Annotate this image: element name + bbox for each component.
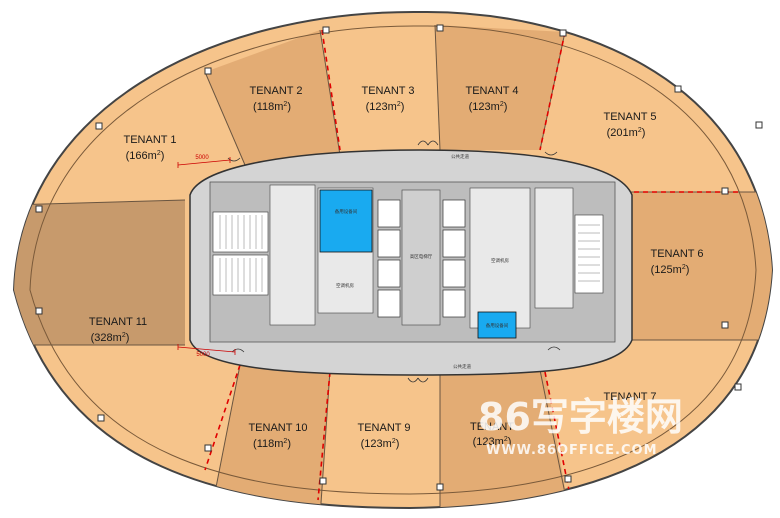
corridor-top-label: 公共走道 [451, 153, 469, 160]
perimeter-band [29, 25, 757, 495]
structural-columns [35, 24, 763, 491]
elevator-bank-right [442, 199, 466, 318]
tenant-8-zone [440, 370, 570, 509]
stair-left-treads [219, 215, 263, 292]
stair-left [212, 211, 269, 296]
service-rooms-right [469, 187, 531, 329]
equipment-room-1-label: 备用设备间 [335, 208, 358, 215]
tenant-8-label: TENANT (123m2) [470, 421, 514, 448]
svg-text:86写字楼网: 86写字楼网 [478, 395, 683, 439]
svg-text:TENANT 4: TENANT 4 [466, 85, 519, 97]
svg-text:(118m2): (118m2) [253, 438, 291, 450]
svg-text:TENANT 11: TENANT 11 [89, 316, 147, 328]
tenant-6-label: TENANT 6 (125m2) [651, 248, 704, 276]
svg-text:(328m2): (328m2) [91, 332, 130, 344]
svg-text:(125m2): (125m2) [651, 264, 690, 276]
elevator-bank-left [377, 199, 401, 318]
svg-text:(201m2): (201m2) [607, 127, 646, 139]
stair-right-treads [578, 224, 600, 282]
svg-text:TENANT 1: TENANT 1 [124, 134, 177, 146]
dimension-marker-top [177, 157, 231, 168]
tenant-10-label: TENANT 10 (118m2) [248, 422, 307, 450]
svg-text:TENANT 5: TENANT 5 [604, 111, 657, 123]
tenant-4-zone [435, 25, 565, 150]
svg-text:TENANT 10: TENANT 10 [248, 422, 307, 434]
svg-text:(123m2): (123m2) [366, 101, 405, 113]
entrance-doors [227, 140, 561, 383]
tenant-7-label: TENANT 7 [604, 391, 657, 403]
stair-right [574, 214, 604, 294]
toilets-right [534, 187, 574, 309]
corridor-bottom-label: 公共走道 [453, 363, 471, 370]
tenant-2-label: TENANT 2 (118m2) [250, 85, 303, 113]
tenant-4-label: TENANT 4 (123m2) [466, 85, 519, 113]
svg-text:(123m2): (123m2) [473, 436, 512, 448]
svg-text:WWW.86OFFICE.COM: WWW.86OFFICE.COM [486, 443, 658, 458]
svg-text:TENANT: TENANT [470, 421, 514, 433]
tenant-partitions [14, 24, 772, 509]
dimension-marker-bottom [177, 344, 236, 355]
equipment-room-1 [319, 189, 373, 253]
tenant-3-label: TENANT 3 (123m2) [362, 85, 415, 113]
tenant-2-zone [205, 30, 340, 165]
ac-room-left-label: 空调机房 [336, 282, 354, 289]
ac-room-right-label: 空调机房 [491, 257, 509, 264]
dimension-label-bottom: 5000 [196, 352, 210, 358]
demising-lines [204, 29, 740, 501]
equipment-room-2 [477, 311, 517, 339]
equipment-room-2-label: 备用设备间 [486, 322, 509, 329]
svg-text:TENANT 9: TENANT 9 [358, 422, 411, 434]
svg-text:TENANT 2: TENANT 2 [250, 85, 303, 97]
svg-text:(123m2): (123m2) [361, 438, 400, 450]
tenant-11-label: TENANT 11 (328m2) [89, 316, 147, 344]
svg-text:TENANT 3: TENANT 3 [362, 85, 415, 97]
svg-text:(123m2): (123m2) [469, 101, 508, 113]
tenant-1-label: TENANT 1 (166m2) [124, 134, 177, 162]
svg-text:(118m2): (118m2) [253, 101, 291, 113]
svg-text:(166m2): (166m2) [126, 150, 165, 162]
tenant-10-zone [210, 365, 330, 509]
tenant-9-label: TENANT 9 (123m2) [358, 422, 411, 450]
elevator-hall-label: 高区电梯厅 [410, 253, 433, 260]
svg-text:TENANT 7: TENANT 7 [604, 391, 657, 403]
elevator-hall [401, 189, 441, 326]
tenant-6-zone [625, 192, 772, 340]
dimension-label-top: 5000 [195, 155, 209, 161]
watermark: 86写字楼网 WWW.86OFFICE.COM [478, 395, 683, 458]
tenant-11-zone [14, 200, 185, 345]
tenant-5-label: TENANT 5 (201m2) [604, 111, 657, 139]
svg-text:TENANT 6: TENANT 6 [651, 248, 704, 260]
